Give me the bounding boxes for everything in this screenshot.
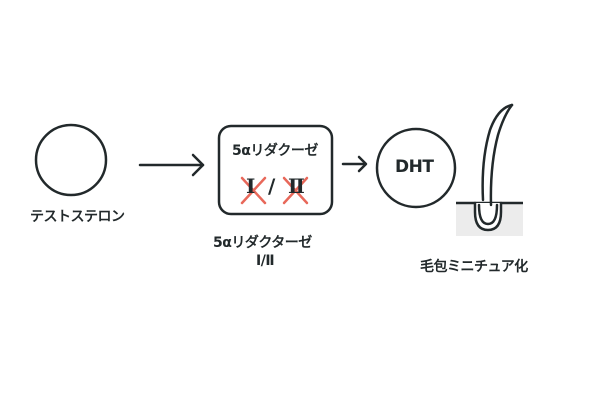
enzyme-type-1: Ⅰ xyxy=(246,174,256,198)
dht-circle xyxy=(375,127,457,209)
testosterone-label: テストステロン xyxy=(30,209,125,225)
arrow-right-icon xyxy=(341,155,368,173)
enzyme-label: 5αリダクターゼ xyxy=(213,235,312,251)
hair-follicle-icon xyxy=(473,103,514,232)
blocked-x-icon xyxy=(240,176,309,205)
enzyme-box xyxy=(217,124,334,216)
dht-label: DHT xyxy=(395,157,434,177)
arrow-right-icon xyxy=(138,153,205,177)
enzyme-separator: / xyxy=(268,174,276,198)
enzyme-type-2: Ⅱ xyxy=(288,174,305,198)
testosterone-circle xyxy=(34,123,108,197)
enzyme-box-title: 5αリダクーゼ xyxy=(232,143,318,159)
enzyme-type-label: Ⅰ/Ⅱ xyxy=(256,253,275,269)
follicle-miniaturization-label: 毛包ミニチュア化 xyxy=(420,259,528,275)
